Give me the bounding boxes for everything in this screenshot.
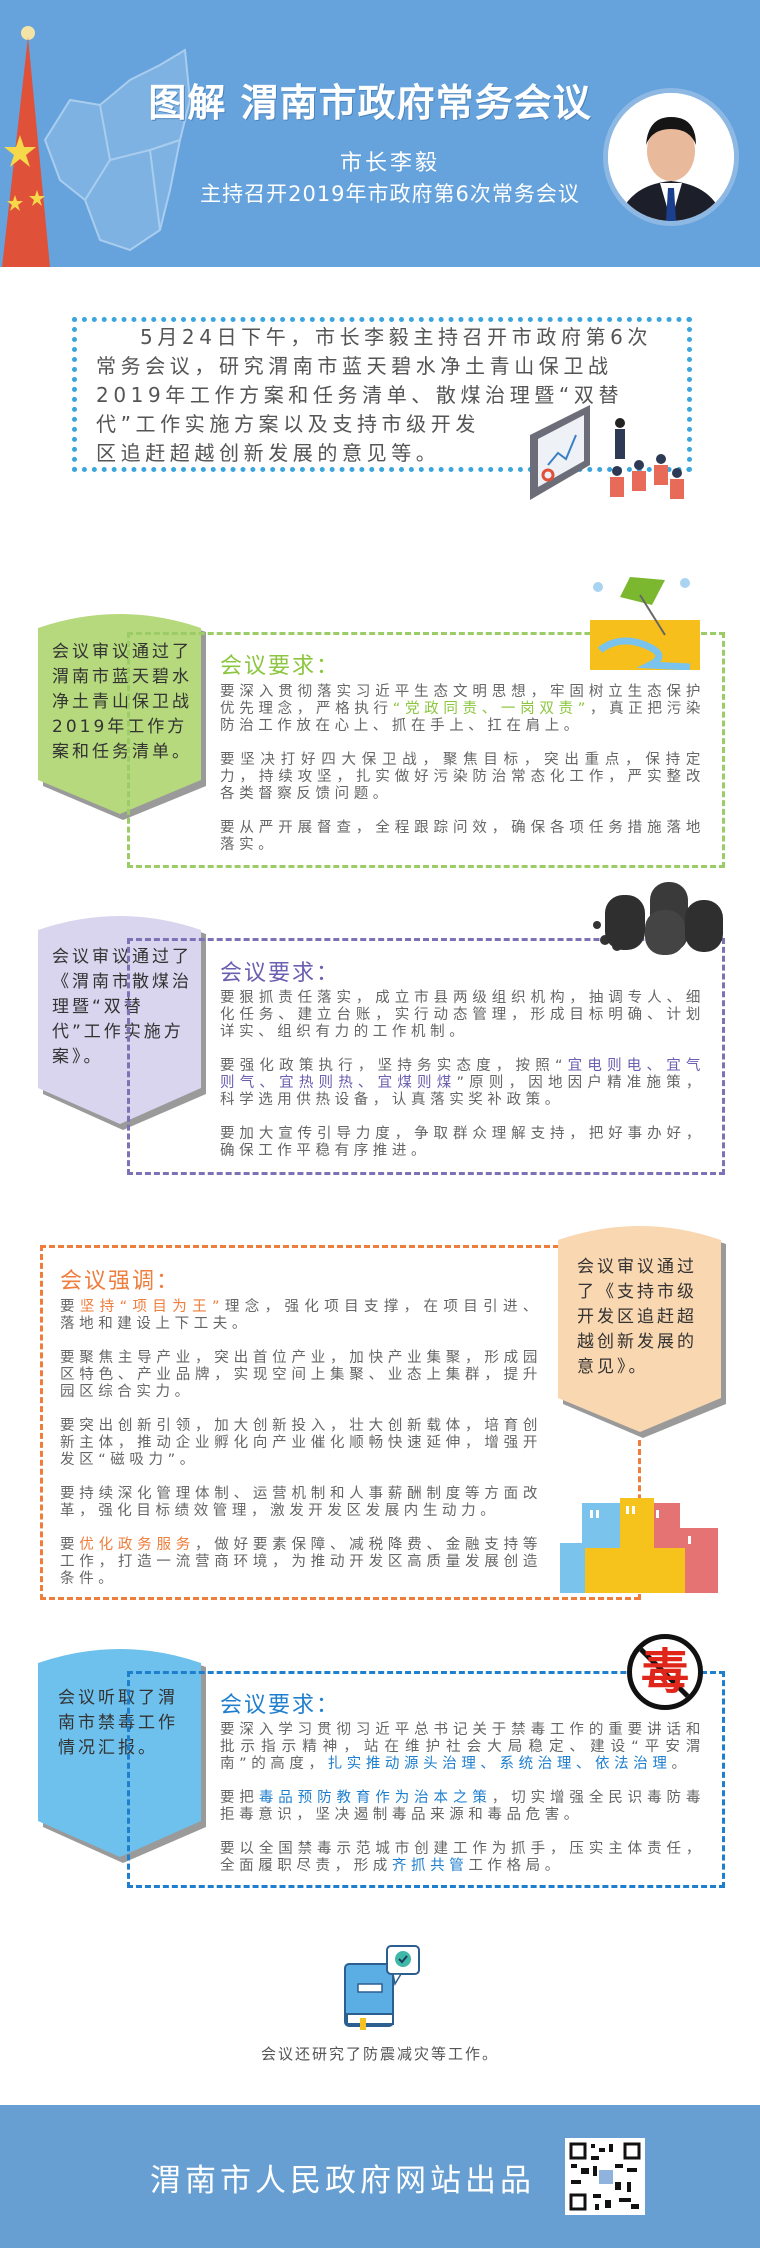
highlight: 优化政务服务 <box>79 1537 196 1553</box>
flag-icon <box>2 26 50 267</box>
paragraph: 要优化政务服务，做好要素保障、减税降费、金融支持等工作，打造一流营商环境，为推动… <box>60 1537 542 1587</box>
intro-text-wrapper: 5月24日下午，市长李毅主持召开市政府第6次常务会议，研究渭南市蓝天碧水净土青山… <box>96 323 676 490</box>
section3-tab <box>558 1226 726 1438</box>
weinan-map-outline-icon <box>43 48 190 252</box>
section4-tab <box>38 1649 206 1863</box>
highlight: 坚持“项目为王” <box>79 1299 225 1315</box>
section2-box <box>127 938 725 1175</box>
paragraph: 要狠抓责任落实，成立市县两级组织机构，抽调专人、细化任务、建立台账，实行动态管理… <box>220 990 705 1040</box>
paragraph: 要深入学习贯彻习近平总书记关于禁毒工作的重要讲话和批示指示精神，站在维护社会大局… <box>220 1722 705 1772</box>
section4-heading: 会议要求： <box>220 1693 341 1718</box>
highlight: 齐抓共管 <box>391 1858 469 1874</box>
section1-heading: 会议要求： <box>220 654 341 679</box>
mayor-name: 市长李毅 <box>339 151 440 176</box>
footer-credit: 渭南市人民政府网站出品 <box>150 2163 535 2199</box>
no-drugs-icon: 毒 <box>627 1634 703 1710</box>
paragraph: 要强化政策执行，坚持务实态度，按照“宜电则电、宜气则气、宜热则热、宜煤则煤”原则… <box>220 1058 706 1108</box>
page-title: 图解 渭南市政府常务会议 <box>148 80 592 125</box>
section4-paragraphs: 要深入学习贯彻习近平总书记关于禁毒工作的重要讲话和批示指示精神，站在维护社会大局… <box>220 1722 705 1892</box>
qr-code[interactable] <box>565 2138 645 2215</box>
closing-note: 会议还研究了防震减灾等工作。 <box>260 2045 499 2063</box>
meeting-illustration-icon <box>530 405 684 500</box>
section3-paragraphs: 要坚持“项目为王”理念，强化项目支撑，在项目引进、落地和建设上下工夫。 要聚焦主… <box>60 1299 542 1605</box>
section4-tab-text: 会议听取了渭南市禁毒工作情况汇报。 <box>58 1688 178 1758</box>
mayor-portrait <box>603 88 739 226</box>
section1-box <box>127 632 725 868</box>
no-drugs-character: 毒 <box>640 1644 689 1700</box>
paragraph: 要聚焦主导产业，突出首位产业，加快产业集聚，形成园区特色、产业品牌，实现空间上集… <box>60 1350 542 1400</box>
subtitle: 主持召开2019年市政府第6次常务会议 <box>200 182 580 206</box>
illustration-spacer <box>501 410 676 490</box>
section1-tab <box>38 614 206 820</box>
paragraph: 要加大宣传引导力度，争取群众理解支持，把好事办好，确保工作平稳有序推进。 <box>220 1126 705 1159</box>
header-banner: 图解 渭南市政府常务会议 市长李毅 主持召开2019年市政府第6次常务会议 <box>0 0 760 267</box>
section2-tab-text: 会议审议通过了《渭南市散煤治理暨“双替代”工作实施方案》。 <box>52 947 192 1067</box>
paragraph: 要持续深化管理体制、运营机制和人事薪酬制度等方面改革，强化目标绩效管理，激发开发… <box>60 1486 542 1519</box>
paragraph: 要从严开展督查，全程跟踪问效，确保各项任务措施落地落实。 <box>220 820 705 853</box>
paragraph: 要坚决打好四大保卫战，聚焦目标，突出重点，保持定力，持续攻坚，扎实做好污染防治常… <box>220 752 705 802</box>
highlight: 扎实推动源头治理、系统治理、依法治理 <box>327 1756 672 1772</box>
section3-tab-text: 会议审议通过了《支持市级开发区追赶超越创新发展的意见》。 <box>577 1257 697 1377</box>
section2-heading: 会议要求： <box>220 961 341 986</box>
paragraph: 要坚持“项目为王”理念，强化项目支撑，在项目引进、落地和建设上下工夫。 <box>60 1299 542 1332</box>
book-check-icon <box>344 1945 420 2030</box>
paragraph: 要突出创新引领，加大创新投入，壮大创新载体，培育创新主体，推动企业孵化向产业催化… <box>60 1418 542 1468</box>
highlight: “党政同责、一岗双责” <box>392 701 590 717</box>
section3-heading: 会议强调： <box>60 1269 181 1294</box>
umbrella-river-icon <box>590 577 700 670</box>
highlight: 毒品预防教育作为治本之策 <box>258 1790 492 1806</box>
section1-tab-text: 会议审议通过了渭南市蓝天碧水净土青山保卫战2019年工作方案和任务清单。 <box>52 642 192 762</box>
section3-box <box>40 1245 640 1600</box>
paragraph: 要把毒品预防教育作为治本之策，切实增强全民识毒防毒拒毒意识，坚决遏制毒品来源和毒… <box>220 1790 705 1823</box>
intro-text: 5月24日下午，市长李毅主持召开市政府第6次常务会议，研究渭南市蓝天碧水净土青山… <box>96 325 653 465</box>
city-buildings-icon <box>560 1498 718 1593</box>
highlight: 宜电则电、宜气则气、宜热则热、宜煤则煤 <box>220 1058 706 1091</box>
section2-tab <box>38 916 206 1130</box>
section2-paragraphs: 要狠抓责任落实，成立市县两级组织机构，抽调专人、细化任务、建立台账，实行动态管理… <box>220 990 705 1177</box>
section1-paragraphs: 要深入贯彻落实习近平生态文明思想，牢固树立生态保护优先理念，严格执行“党政同责、… <box>220 684 705 871</box>
paragraph: 要深入贯彻落实习近平生态文明思想，牢固树立生态保护优先理念，严格执行“党政同责、… <box>220 684 705 734</box>
section4-box <box>127 1671 725 1888</box>
intro-box <box>72 317 692 472</box>
coal-briquettes-icon <box>593 882 723 955</box>
paragraph: 要以全国禁毒示范城市创建工作为抓手，压实主体责任，全面履职尽责，形成齐抓共管工作… <box>220 1841 705 1874</box>
